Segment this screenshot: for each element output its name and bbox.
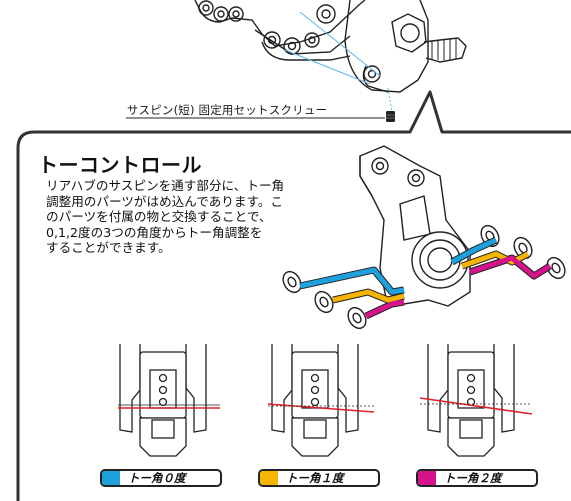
legend-toe-2: トー角２度 <box>416 469 538 487</box>
alignment-guides <box>284 11 393 113</box>
description-line: のパーツを付属の物と交換することで、 <box>46 209 272 225</box>
description-line: 調整用のパーツがはめ込んであります。こ <box>46 193 284 209</box>
section-description: リアハブのサスピンを通す部分に、トー角 調整用のパーツがはめ込んであります。こ … <box>46 178 346 256</box>
legend-toe-0: トー角０度 <box>100 469 222 487</box>
toe-diagram-2 <box>419 344 533 457</box>
speech-bubble-frame <box>16 90 571 501</box>
toe-diagram-0 <box>118 344 220 457</box>
legend-label: トー角２度 <box>444 471 502 485</box>
suspension-arm-drawing <box>194 0 467 93</box>
description-line: リアハブのサスピンを通す部分に、トー角 <box>46 178 285 193</box>
toe-angle-paths <box>299 236 552 320</box>
description-line: 0,1,2度の3つの角度からトー角調整を <box>46 224 263 240</box>
legend-swatch-yellow <box>260 471 278 485</box>
legend-label: トー角１度 <box>286 471 344 485</box>
toe-diagram-1 <box>267 344 375 457</box>
set-screw-callout-label: サスピン(短) 固定用セットスクリュー <box>127 103 328 117</box>
legend-swatch-magenta <box>418 471 436 485</box>
set-screw-icon <box>386 111 395 122</box>
legend-label: トー角０度 <box>128 471 186 485</box>
legend-toe-1: トー角１度 <box>258 469 380 487</box>
description-line: することができます。 <box>46 240 171 256</box>
legend-swatch-blue <box>102 471 120 485</box>
section-title: トーコントロール <box>38 153 202 177</box>
